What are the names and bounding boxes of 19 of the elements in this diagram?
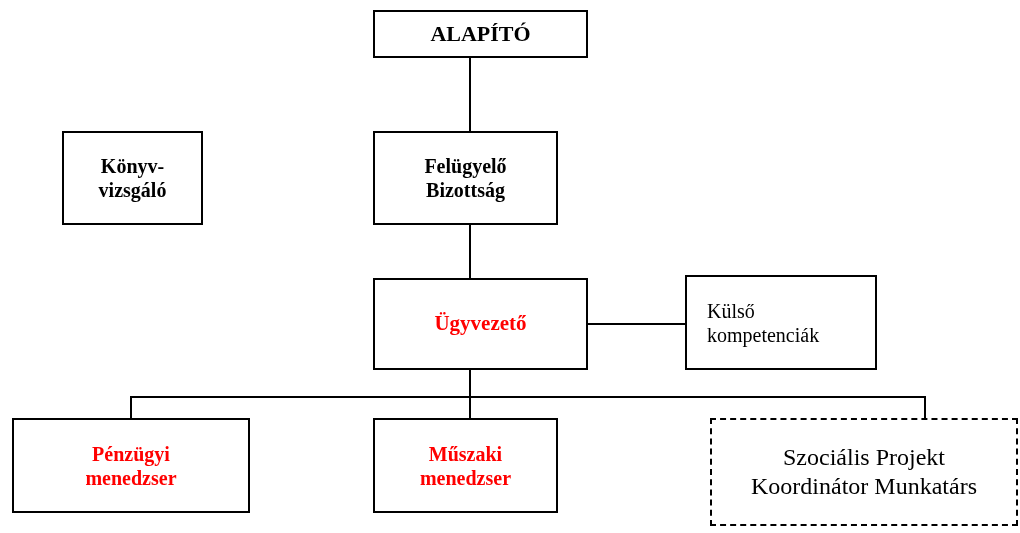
role-box [373, 418, 558, 513]
connector-line [587, 323, 686, 325]
role-title: Felügyelő Bizottság [423, 154, 508, 202]
role-box [62, 131, 203, 225]
dashed-role-box [710, 418, 1018, 526]
connector-line [469, 224, 471, 279]
role-box [373, 278, 588, 370]
connector-line [469, 57, 471, 132]
role-title: Szociális Projekt Koordinátor Munkatárs [750, 443, 978, 501]
role-box [12, 418, 250, 513]
role-title: Külső kompetenciák [707, 298, 821, 347]
role-title: ALAPÍTÓ [430, 20, 531, 48]
role-box [373, 10, 588, 58]
role-box [373, 131, 558, 225]
role-box [685, 275, 877, 370]
role-title: Könyv- vizsgáló [97, 154, 168, 202]
role-title: Ügyvezető [434, 311, 527, 337]
role-title: Műszaki menedzser [418, 441, 513, 490]
role-title: Pénzügyi menedzser [84, 441, 178, 490]
